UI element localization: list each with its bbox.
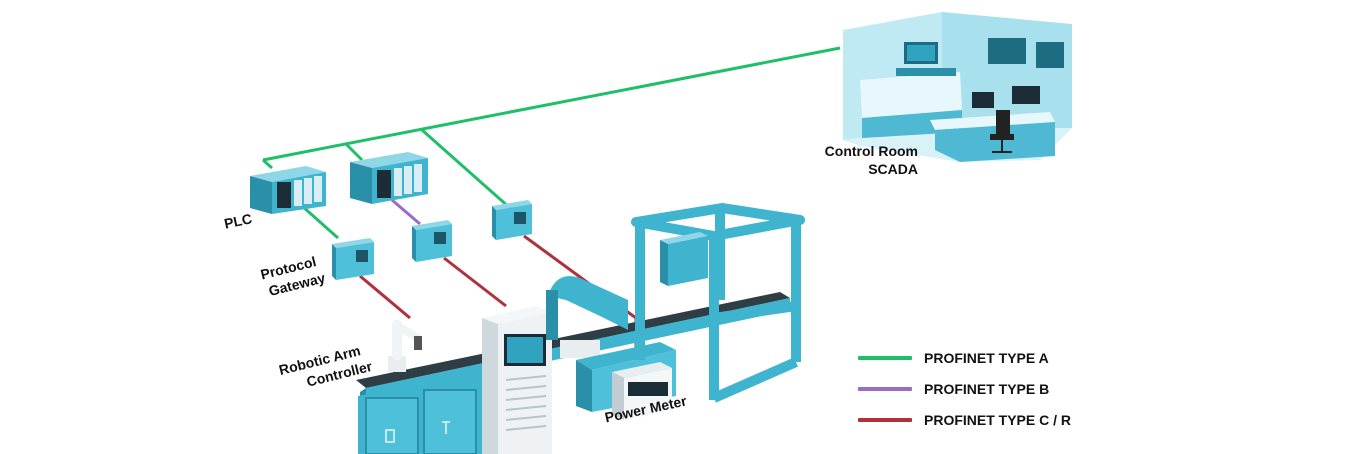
robotic-arm [388,320,422,372]
plc-rack-left [250,166,326,214]
legend-item-type-c: PROFINET TYPE C / R [858,404,1071,435]
protocol-gateway-box [332,238,374,280]
legend-label-type-c: PROFINET TYPE C / R [924,411,1072,428]
profinet-type-b-line [391,198,421,226]
profinet-type-a-lines [262,46,841,240]
legend: PROFINET TYPE A PROFINET TYPE B PROFINET… [858,342,1071,435]
control-room-label-line2: SCADA [868,161,918,177]
gateway-box-right [492,200,532,240]
control-room-scada [843,12,1072,162]
hmi-cabinet [482,306,552,454]
legend-item-type-a: PROFINET TYPE A [858,342,1071,373]
legend-swatch-type-b [858,386,912,391]
legend-swatch-type-c [858,417,912,422]
base-cabinets [358,368,496,454]
control-room-label-line1: Control Room [824,143,918,159]
legend-item-type-b: PROFINET TYPE B [858,373,1071,404]
power-meter [612,362,672,420]
plc-rack-right [350,152,428,204]
legend-label-type-b: PROFINET TYPE B [924,380,1050,397]
control-room-label: Control Room SCADA [820,142,918,178]
frame-tower [631,203,805,403]
legend-label-type-a: PROFINET TYPE A [924,349,1049,366]
legend-swatch-type-a [858,355,912,360]
tower-box [660,232,708,286]
gateway-box-middle [412,220,452,262]
